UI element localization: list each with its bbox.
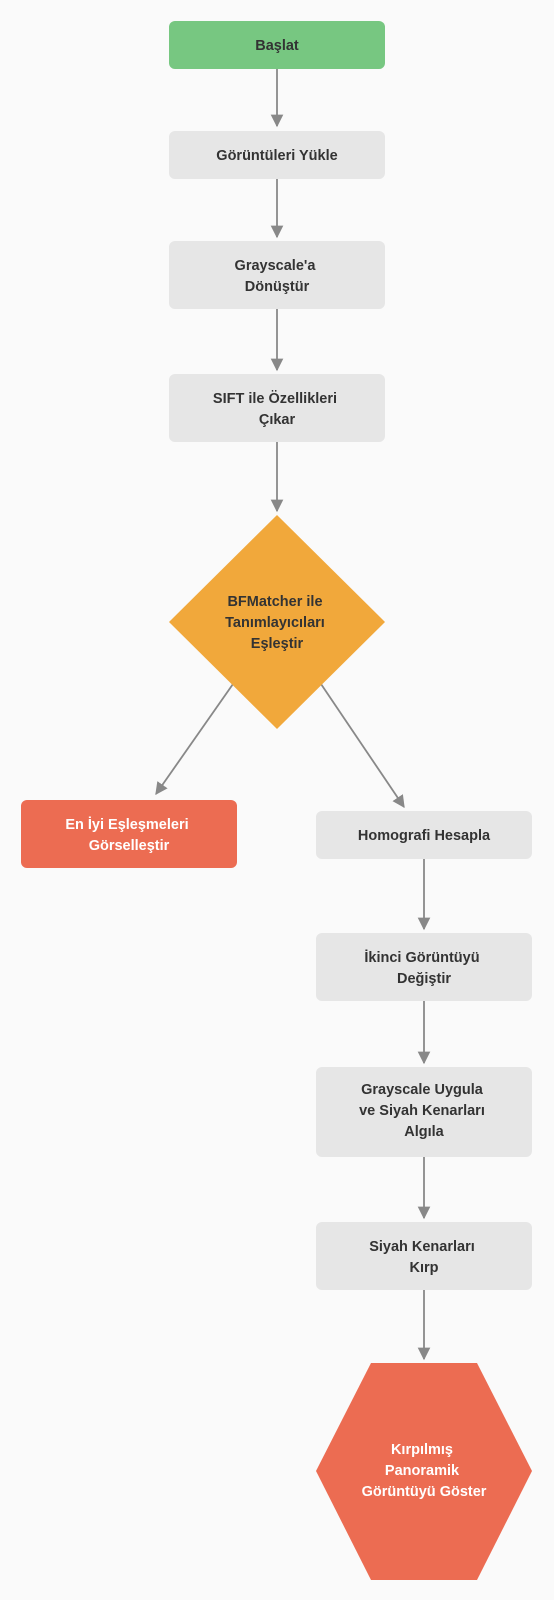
node-detect-borders-line-1: Grayscale Uygula [361, 1082, 484, 1098]
svg-text:Görüntüleri Yükle: Görüntüleri Yükle [216, 148, 337, 164]
svg-text:Grayscale Uygula ve Si: Grayscale Uygula ve Siyah Kenarları Algı… [359, 1082, 489, 1140]
node-best-matches: En İyi Eşleşmeleri Görselleştir [21, 800, 237, 868]
node-load-images-shape [169, 131, 385, 179]
node-bf-matcher-line-1: BFMatcher ile [227, 594, 322, 610]
node-crop-borders: Siyah Kenarları Kırp [316, 1222, 532, 1290]
node-detect-borders-shape [316, 1067, 532, 1157]
node-homography: Homografi Hesapla [316, 811, 532, 859]
node-sift-features-line-1: SIFT ile Özellikleri [213, 390, 337, 407]
edge-bf-matcher-to-best-matches [155, 683, 234, 796]
node-show-panorama: Kırpılmış Panoramik Görüntüyü Göster [316, 1363, 532, 1580]
svg-text:BFMatcher ile Tanımlay: BFMatcher ile Tanımlayıcıları Eşleştir [225, 594, 329, 652]
svg-text:Grayscale'a Dönüştür: Grayscale'a Dönüştür [235, 258, 320, 295]
node-warp-second: İkinci Görüntüyü Değiştir [316, 933, 532, 1001]
edges [155, 69, 431, 1361]
node-load-images: Görüntüleri Yükle [169, 131, 385, 179]
node-bf-matcher-line-2: Tanımlayıcıları [225, 615, 325, 631]
node-bf-matcher: BFMatcher ile Tanımlayıcıları Eşleştir [169, 515, 385, 729]
svg-text:Homografi Hesapla: Homografi Hesapla [358, 828, 491, 844]
svg-text:Başlat: Başlat [255, 38, 299, 54]
node-sift-features-line-2: Çıkar [259, 412, 296, 428]
node-homography-label: Homografi Hesapla [358, 828, 491, 844]
svg-text:Kırpılmış Panoramik: Kırpılmış Panoramik Görüntüyü Göster [362, 1442, 487, 1500]
node-bf-matcher-shape [169, 515, 385, 729]
node-detect-borders-line-3: Algıla [404, 1124, 444, 1140]
node-show-panorama-shape [316, 1363, 532, 1580]
node-homography-shape [316, 811, 532, 859]
node-to-grayscale-line-1: Grayscale'a [235, 258, 317, 274]
node-show-panorama-line-3: Görüntüyü Göster [362, 1484, 487, 1500]
node-best-matches-line-1: En İyi Eşleşmeleri [65, 816, 188, 833]
nodes: Başlat Görüntüleri Yükle Grayscale'a Dön… [21, 21, 532, 1580]
node-bf-matcher-line-3: Eşleştir [251, 636, 304, 652]
edge-bf-matcher-to-homography [320, 683, 405, 809]
node-crop-borders-shape [316, 1222, 532, 1290]
node-to-grayscale-shape [169, 241, 385, 309]
node-show-panorama-line-2: Panoramik [385, 1463, 460, 1479]
node-detect-borders: Grayscale Uygula ve Siyah Kenarları Algı… [316, 1067, 532, 1157]
node-sift-features: SIFT ile Özellikleri Çıkar [169, 374, 385, 442]
svg-text:Siyah Kenarları Kırp: Siyah Kenarları Kırp [369, 1239, 479, 1276]
node-crop-borders-line-1: Siyah Kenarları [369, 1239, 475, 1255]
node-start: Başlat [169, 21, 385, 69]
node-detect-borders-line-2: ve Siyah Kenarları [359, 1103, 485, 1119]
node-start-shape [169, 21, 385, 69]
svg-text:İkinci Görüntüyü Değiş: İkinci Görüntüyü Değiştir [364, 949, 483, 987]
node-show-panorama-line-1: Kırpılmış [391, 1442, 453, 1458]
node-warp-second-shape [316, 933, 532, 1001]
node-warp-second-line-2: Değiştir [397, 971, 451, 987]
node-best-matches-line-2: Görselleştir [89, 838, 170, 854]
svg-text:En İyi Eşleşmeleri Gör: En İyi Eşleşmeleri Görselleştir [65, 816, 192, 854]
node-to-grayscale: Grayscale'a Dönüştür [169, 241, 385, 309]
node-sift-features-shape [169, 374, 385, 442]
node-best-matches-shape [21, 800, 237, 868]
node-to-grayscale-line-2: Dönüştür [245, 279, 310, 295]
node-warp-second-line-1: İkinci Görüntüyü [364, 949, 479, 966]
node-start-label: Başlat [255, 38, 299, 54]
svg-text:SIFT ile Özellikleri Ç: SIFT ile Özellikleri Çıkar [213, 390, 341, 428]
node-load-images-label: Görüntüleri Yükle [216, 148, 337, 164]
node-crop-borders-line-2: Kırp [410, 1260, 439, 1276]
